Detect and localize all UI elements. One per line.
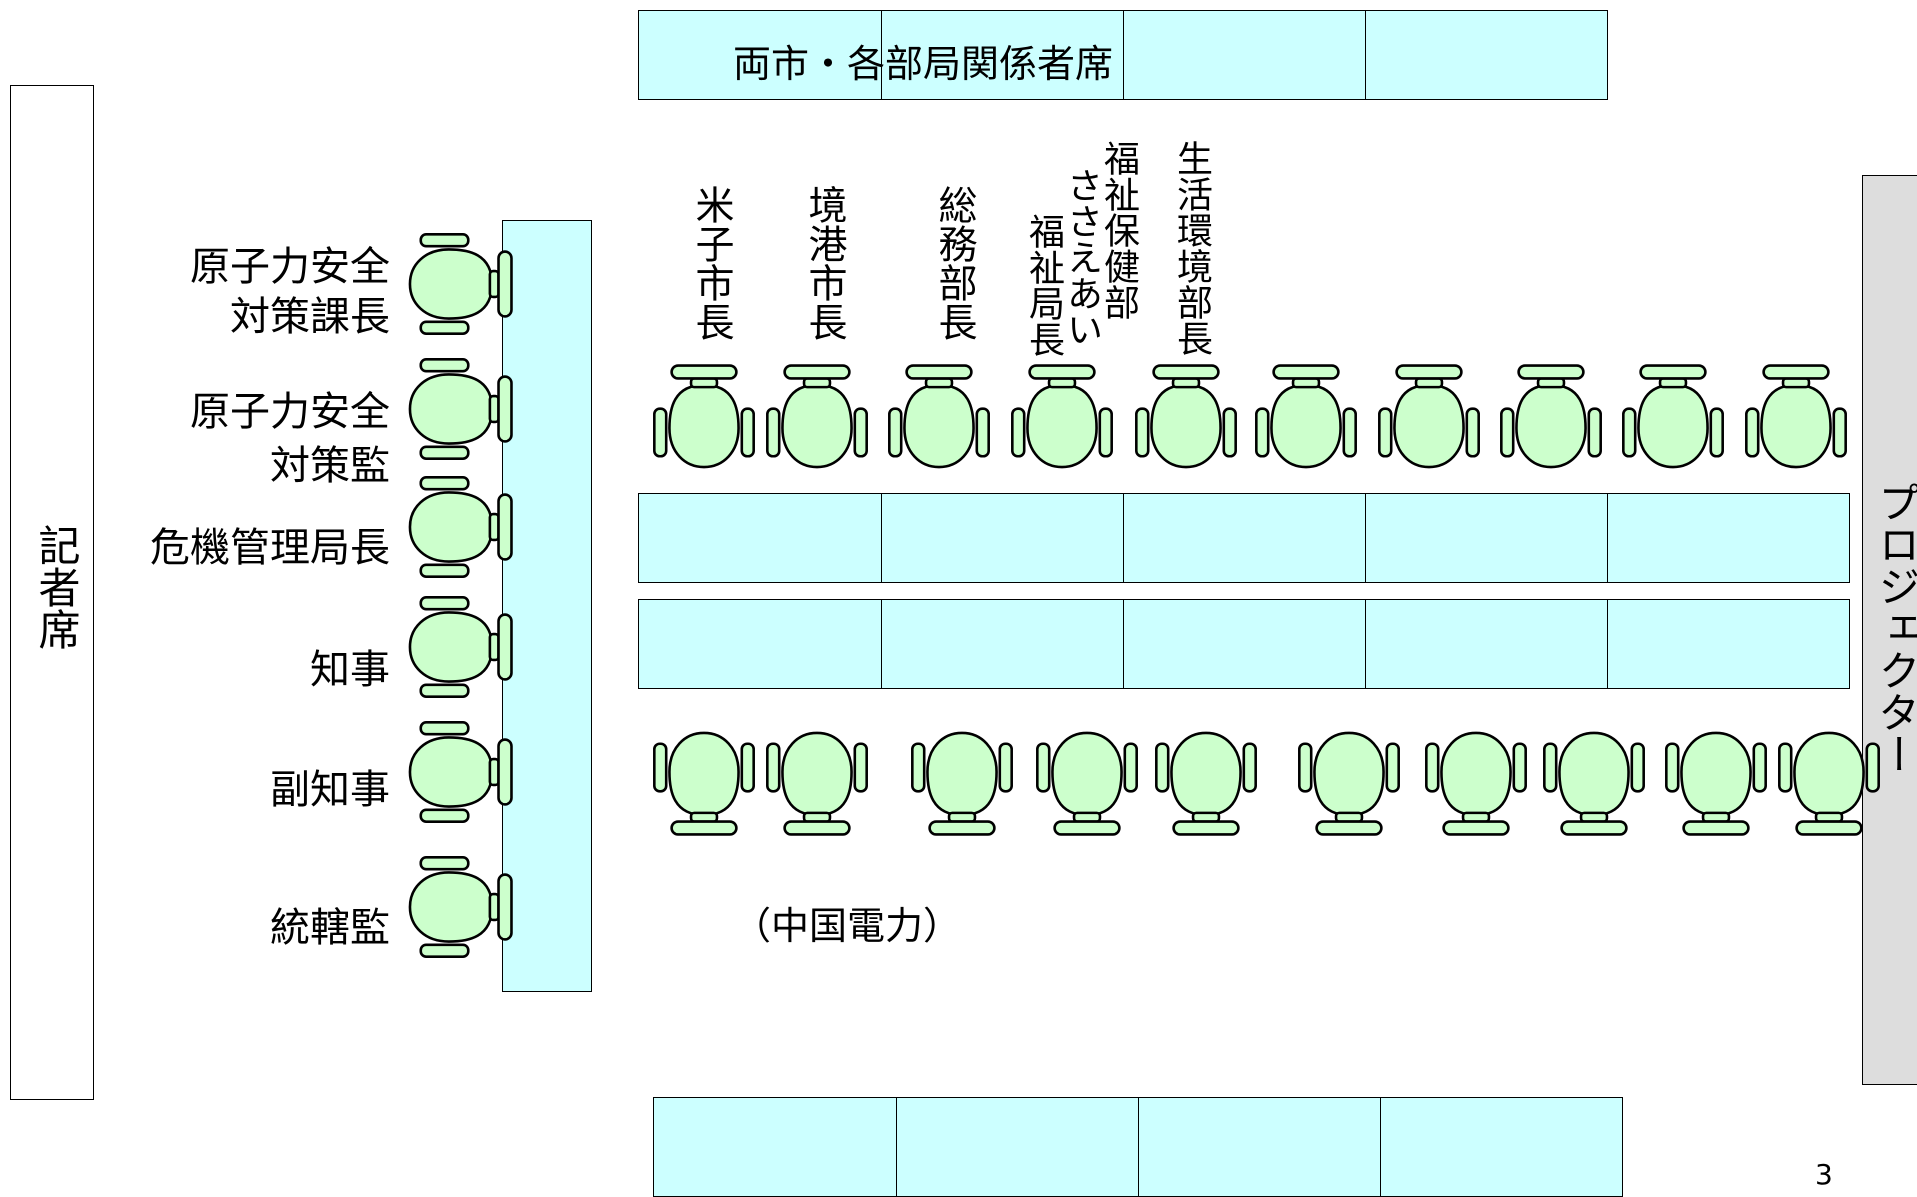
left-seat-label-3: 危機管理局長 [150,525,390,571]
bottom-table [653,1097,1623,1197]
page-number: 3 [1815,1158,1833,1191]
left-seat-label-2b: 対策監 [270,443,390,489]
officials-table-top [638,10,1608,100]
chair-icon [397,853,513,961]
seat-label-sasaeai: ささえあい [1061,167,1102,347]
left-seat-label-2a: 原子力安全 [190,389,390,435]
chair-icon [1540,720,1648,836]
left-seat-label-1a: 原子力安全 [190,244,390,290]
chair-icon [397,718,513,826]
projector-area: プロジェクター [1862,175,1917,1085]
chair-icon [650,364,758,480]
press-seat-label: 記者席 [32,524,81,650]
projector-label: プロジェクター [1872,481,1917,775]
chair-icon [908,720,1016,836]
chair-icon [397,230,513,338]
chair-icon [1152,720,1260,836]
left-seat-label-1b: 対策課長 [230,294,390,340]
chair-icon [763,720,871,836]
seat-label-welfare-health: 福祉保健部 [1098,140,1139,320]
left-seat-label-4: 知事 [310,647,390,693]
officials-seat-label: 両市・各部局関係者席 [733,42,1114,86]
chair-icon [1619,364,1727,480]
seat-label-yonago-mayor: 米子市長 [689,185,734,341]
seat-label-welfare-bureau: 福祉局長 [1023,213,1064,357]
left-seat-label-5: 副知事 [270,767,390,813]
chair-icon [650,720,758,836]
seat-label-general-affairs: 総務部長 [932,185,977,341]
chair-icon [1295,720,1403,836]
chair-icon [1252,364,1360,480]
chair-icon [1375,364,1483,480]
center-table-upper [638,493,1850,583]
chair-icon [397,593,513,701]
left-table [502,220,592,992]
chair-icon [397,355,513,463]
chair-icon [1742,364,1850,480]
chair-icon [397,473,513,581]
seat-label-life-environment: 生活環境部長 [1171,140,1212,356]
center-table-lower [638,599,1850,689]
press-seat-area: 記者席 [10,85,94,1100]
chugoku-electric-label: （中国電力） [733,904,962,948]
chair-icon [1662,720,1770,836]
chair-icon [1775,720,1883,836]
seat-label-sakaiminato-mayor: 境港市長 [802,185,847,341]
chair-icon [1422,720,1530,836]
chair-icon [763,364,871,480]
chair-icon [1008,364,1116,480]
left-seat-label-6: 統轄監 [270,905,390,951]
chair-icon [885,364,993,480]
chair-icon [1497,364,1605,480]
chair-icon [1033,720,1141,836]
chair-icon [1132,364,1240,480]
